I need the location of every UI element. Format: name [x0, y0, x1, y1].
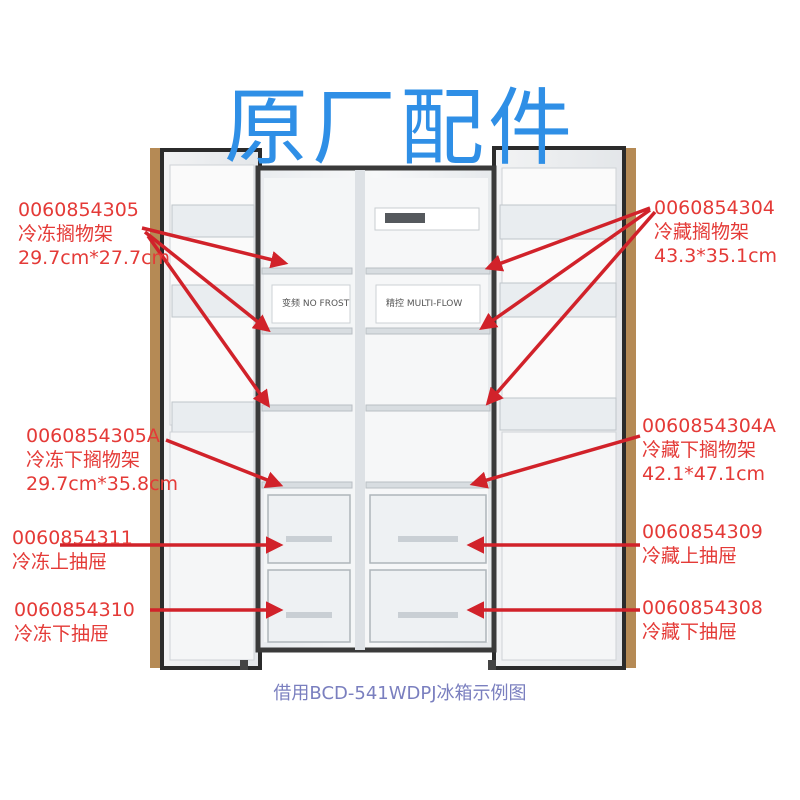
part-name: 冷冻下搁物架 — [26, 449, 141, 471]
part-name: 冷冻搁物架 — [18, 223, 114, 245]
label-fridge-lower-drawer: 0060854308 冷藏下抽屉 — [642, 596, 763, 644]
part-code: 0060854311 — [12, 527, 133, 549]
label-fridge-upper-drawer: 0060854309 冷藏上抽屉 — [642, 520, 763, 568]
part-name: 冷藏下抽屉 — [642, 621, 738, 643]
label-freezer-upper-drawer: 0060854311 冷冻上抽屉 — [12, 526, 133, 574]
part-name: 冷藏搁物架 — [654, 221, 750, 243]
part-code: 0060854309 — [642, 521, 763, 543]
part-code: 0060854304A — [642, 415, 776, 437]
part-code: 0060854310 — [14, 599, 135, 621]
part-code: 0060854304 — [654, 197, 775, 219]
label-fridge-lower-shelf: 0060854304A 冷藏下搁物架 42.1*47.1cm — [642, 414, 776, 486]
page-title: 原厂配件 — [223, 79, 576, 177]
part-code: 0060854305A — [26, 425, 160, 447]
part-size: 29.7cm*35.8cm — [26, 473, 179, 495]
left-door — [160, 148, 262, 670]
right-panel-text: 精控 MULTI-FLOW — [386, 297, 462, 309]
label-freezer-lower-drawer: 0060854310 冷冻下抽屉 — [14, 598, 135, 646]
part-name: 冷藏上抽屉 — [642, 545, 738, 567]
part-size: 29.7cm*27.7cm — [18, 247, 171, 269]
part-code: 0060854308 — [642, 597, 763, 619]
left-panel-text: 变频 NO FROST — [282, 297, 350, 309]
part-name: 冷冻上抽屉 — [12, 551, 108, 573]
part-name: 冷冻下抽屉 — [14, 623, 110, 645]
right-door — [492, 146, 626, 670]
part-size: 42.1*47.1cm — [642, 463, 766, 485]
label-freezer-shelf: 0060854305 冷冻搁物架 29.7cm*27.7cm — [18, 198, 170, 270]
label-freezer-lower-shelf: 0060854305A 冷冻下搁物架 29.7cm*35.8cm — [26, 424, 178, 496]
label-fridge-shelf: 0060854304 冷藏搁物架 43.3*35.1cm — [654, 196, 777, 268]
part-code: 0060854305 — [18, 199, 139, 221]
image-caption: 借用BCD-541WDPJ冰箱示例图 — [273, 683, 527, 704]
part-name: 冷藏下搁物架 — [642, 439, 757, 461]
part-size: 43.3*35.1cm — [654, 245, 778, 267]
cabinet: 变频 NO FROST 精控 MULTI-FLOW — [255, 165, 497, 653]
